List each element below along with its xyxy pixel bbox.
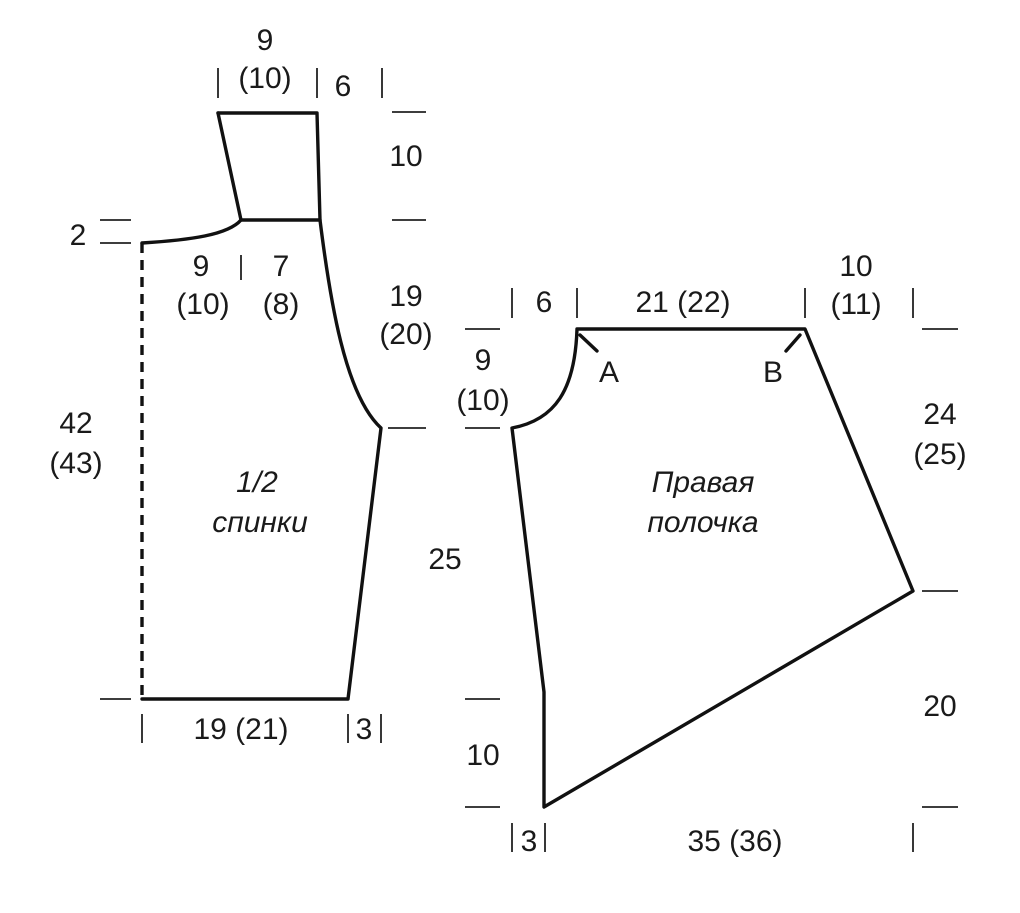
- back-lower-shoulder-width-alt: (8): [263, 288, 300, 321]
- front-label-b: B: [763, 356, 783, 389]
- front-marker-a: [578, 333, 599, 353]
- back-lower-neck-width: 9: [193, 250, 210, 283]
- back-center-height: 42: [59, 407, 92, 440]
- back-bottom-offset: 3: [356, 713, 373, 746]
- back-bottom-width: 19 (21): [193, 713, 288, 746]
- front-shoulder-width: 10: [839, 250, 872, 283]
- back-lower-shoulder-width: 7: [273, 250, 290, 283]
- front-piece-title-line2: полочка: [647, 506, 758, 539]
- front-upper-side-height-alt: (25): [913, 438, 966, 471]
- front-label-a: A: [599, 356, 619, 389]
- back-side-height: 25: [428, 543, 461, 576]
- front-piece-title-line1: Правая: [652, 466, 755, 499]
- back-side-offset: 2: [70, 219, 87, 252]
- front-bottom-offset: 3: [521, 825, 538, 858]
- back-shoulder-width: 6: [335, 70, 352, 103]
- back-piece-title-line1: 1/2: [236, 466, 278, 499]
- back-neck-width: 9: [257, 24, 274, 57]
- back-neck-depth: 10: [389, 140, 422, 173]
- dimension-ticks: [100, 68, 958, 852]
- back-lower-neck-width-alt: (10): [176, 288, 229, 321]
- front-marker-b: [784, 333, 802, 353]
- back-piece-title-line2: спинки: [212, 506, 308, 539]
- back-center-height-alt: (43): [49, 447, 102, 480]
- back-armhole-height-alt: (20): [379, 318, 432, 351]
- front-top-width: 21 (22): [635, 286, 730, 319]
- front-piece: Правая полочка 6 21 (22) 10 (11) 9 (10) …: [456, 250, 966, 858]
- front-neck-depth: 9: [475, 344, 492, 377]
- front-neck-width: 6: [536, 286, 553, 319]
- front-neck-depth-alt: (10): [456, 384, 509, 417]
- front-lower-side-height: 20: [923, 690, 956, 723]
- back-armhole-height: 19: [389, 280, 422, 313]
- front-lower-left-height: 10: [466, 739, 499, 772]
- front-upper-side-height: 24: [923, 398, 956, 431]
- front-piece-outline: [510, 327, 915, 809]
- back-piece-outline: [140, 111, 383, 701]
- back-piece: 1/2 спинки 9 (10) 6 10 2 9 (10) 7 (8) 19…: [49, 24, 461, 746]
- back-neck-width-alt: (10): [238, 62, 291, 95]
- front-bottom-width: 35 (36): [687, 825, 782, 858]
- back-neck-curve: [140, 111, 243, 245]
- front-shoulder-width-alt: (11): [830, 288, 881, 321]
